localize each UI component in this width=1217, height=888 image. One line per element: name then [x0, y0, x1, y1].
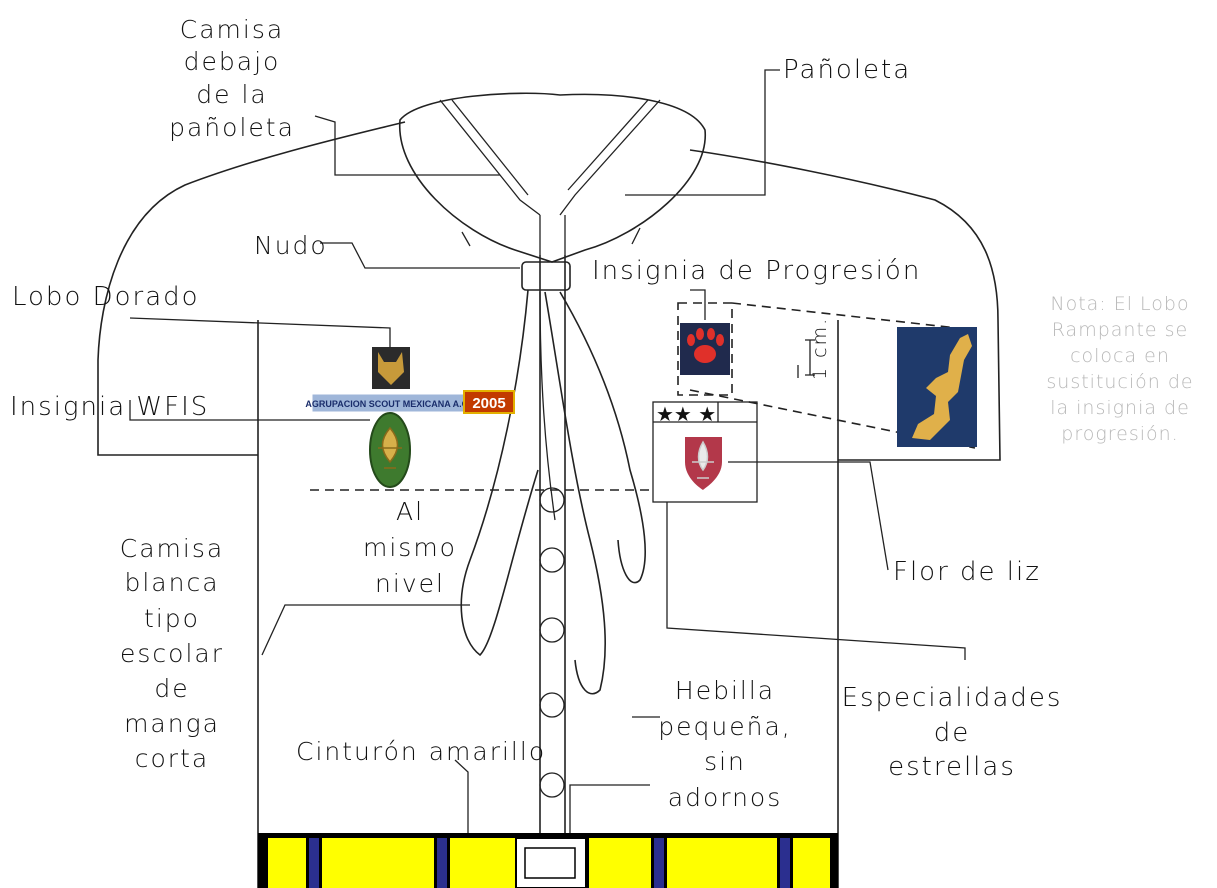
- label-camisa-debajo: Camisa debajo de la pañoleta: [169, 15, 295, 142]
- svg-text:Especialidades: Especialidades: [842, 683, 1063, 713]
- svg-text:progresión.: progresión.: [1061, 423, 1178, 445]
- measure-1cm: 1 cm.: [797, 317, 831, 380]
- svg-text:Camisa: Camisa: [180, 15, 284, 44]
- label-panoleta: Pañoleta: [783, 55, 911, 85]
- svg-text:pequeña,: pequeña,: [658, 712, 791, 741]
- label-lobo-dorado: Lobo Dorado: [12, 282, 200, 312]
- projection-line-top: [731, 302, 976, 331]
- agrupacion-year: 2005: [472, 395, 505, 412]
- note-rampant-wolf: Nota: El Lobo Rampante se coloca en sust…: [1046, 293, 1193, 445]
- svg-text:adornos: adornos: [668, 783, 783, 812]
- label-nudo: Nudo: [254, 231, 328, 260]
- svg-text:nivel: nivel: [375, 569, 445, 598]
- belt-buckle: [524, 847, 576, 879]
- golden-wolf-badge: [372, 347, 410, 389]
- agrupacion-text: AGRUPACION SCOUT MEXICANA A.C.: [305, 399, 470, 409]
- svg-text:manga: manga: [124, 709, 220, 738]
- neckerchief-tails: [460, 289, 646, 695]
- neckerchief-knot: [521, 261, 571, 291]
- shirt-outline: [97, 121, 1001, 888]
- label-insignia-progresion: Insignia de Progresión: [592, 256, 921, 286]
- stars: ★★ ★: [656, 402, 716, 426]
- svg-text:corta: corta: [135, 744, 209, 773]
- svg-text:la insignia de: la insignia de: [1050, 397, 1190, 419]
- svg-text:Camisa: Camisa: [120, 534, 224, 563]
- svg-text:debajo: debajo: [184, 47, 281, 76]
- svg-text:pañoleta: pañoleta: [169, 113, 295, 142]
- yellow-belt: [258, 833, 838, 888]
- progression-badge: [677, 302, 733, 396]
- label-al-mismo-nivel: Al mismo nivel: [363, 497, 457, 598]
- label-insignia-wfis: Insignia WFIS: [10, 392, 209, 422]
- svg-text:de: de: [154, 674, 189, 703]
- svg-text:coloca en: coloca en: [1070, 345, 1170, 367]
- agrupacion-badge: AGRUPACION SCOUT MEXICANA A.C. 2005: [305, 390, 515, 414]
- measure-label: 1 cm.: [809, 317, 831, 380]
- svg-text:Al: Al: [396, 497, 424, 526]
- svg-text:blanca: blanca: [124, 568, 219, 597]
- label-hebilla: Hebilla pequeña, sin adornos: [658, 676, 791, 812]
- svg-text:mismo: mismo: [363, 533, 457, 562]
- wfis-badge: [369, 412, 411, 488]
- neckerchief-collar: [399, 92, 706, 263]
- label-flor-de-liz: Flor de liz: [893, 557, 1041, 587]
- label-especialidades: Especialidades de estrellas: [842, 683, 1063, 782]
- svg-text:Hebilla: Hebilla: [675, 676, 775, 705]
- svg-text:sustitución de: sustitución de: [1046, 371, 1193, 393]
- leader-lines: [129, 69, 966, 860]
- svg-text:de: de: [934, 718, 971, 748]
- svg-text:estrellas: estrellas: [888, 752, 1016, 782]
- svg-text:Rampante se: Rampante se: [1052, 319, 1188, 341]
- svg-text:escolar: escolar: [120, 639, 224, 668]
- stars-specialties-badge: ★★ ★: [652, 401, 758, 503]
- svg-text:Nota: El Lobo: Nota: El Lobo: [1050, 293, 1189, 315]
- label-cinturon: Cinturón amarillo: [296, 737, 546, 766]
- svg-text:tipo: tipo: [144, 604, 200, 633]
- label-camisa-blanca: Camisa blanca tipo escolar de manga cort…: [120, 534, 224, 773]
- svg-text:sin: sin: [704, 747, 746, 776]
- svg-text:de la: de la: [196, 80, 267, 109]
- rampant-wolf-badge: [897, 327, 977, 447]
